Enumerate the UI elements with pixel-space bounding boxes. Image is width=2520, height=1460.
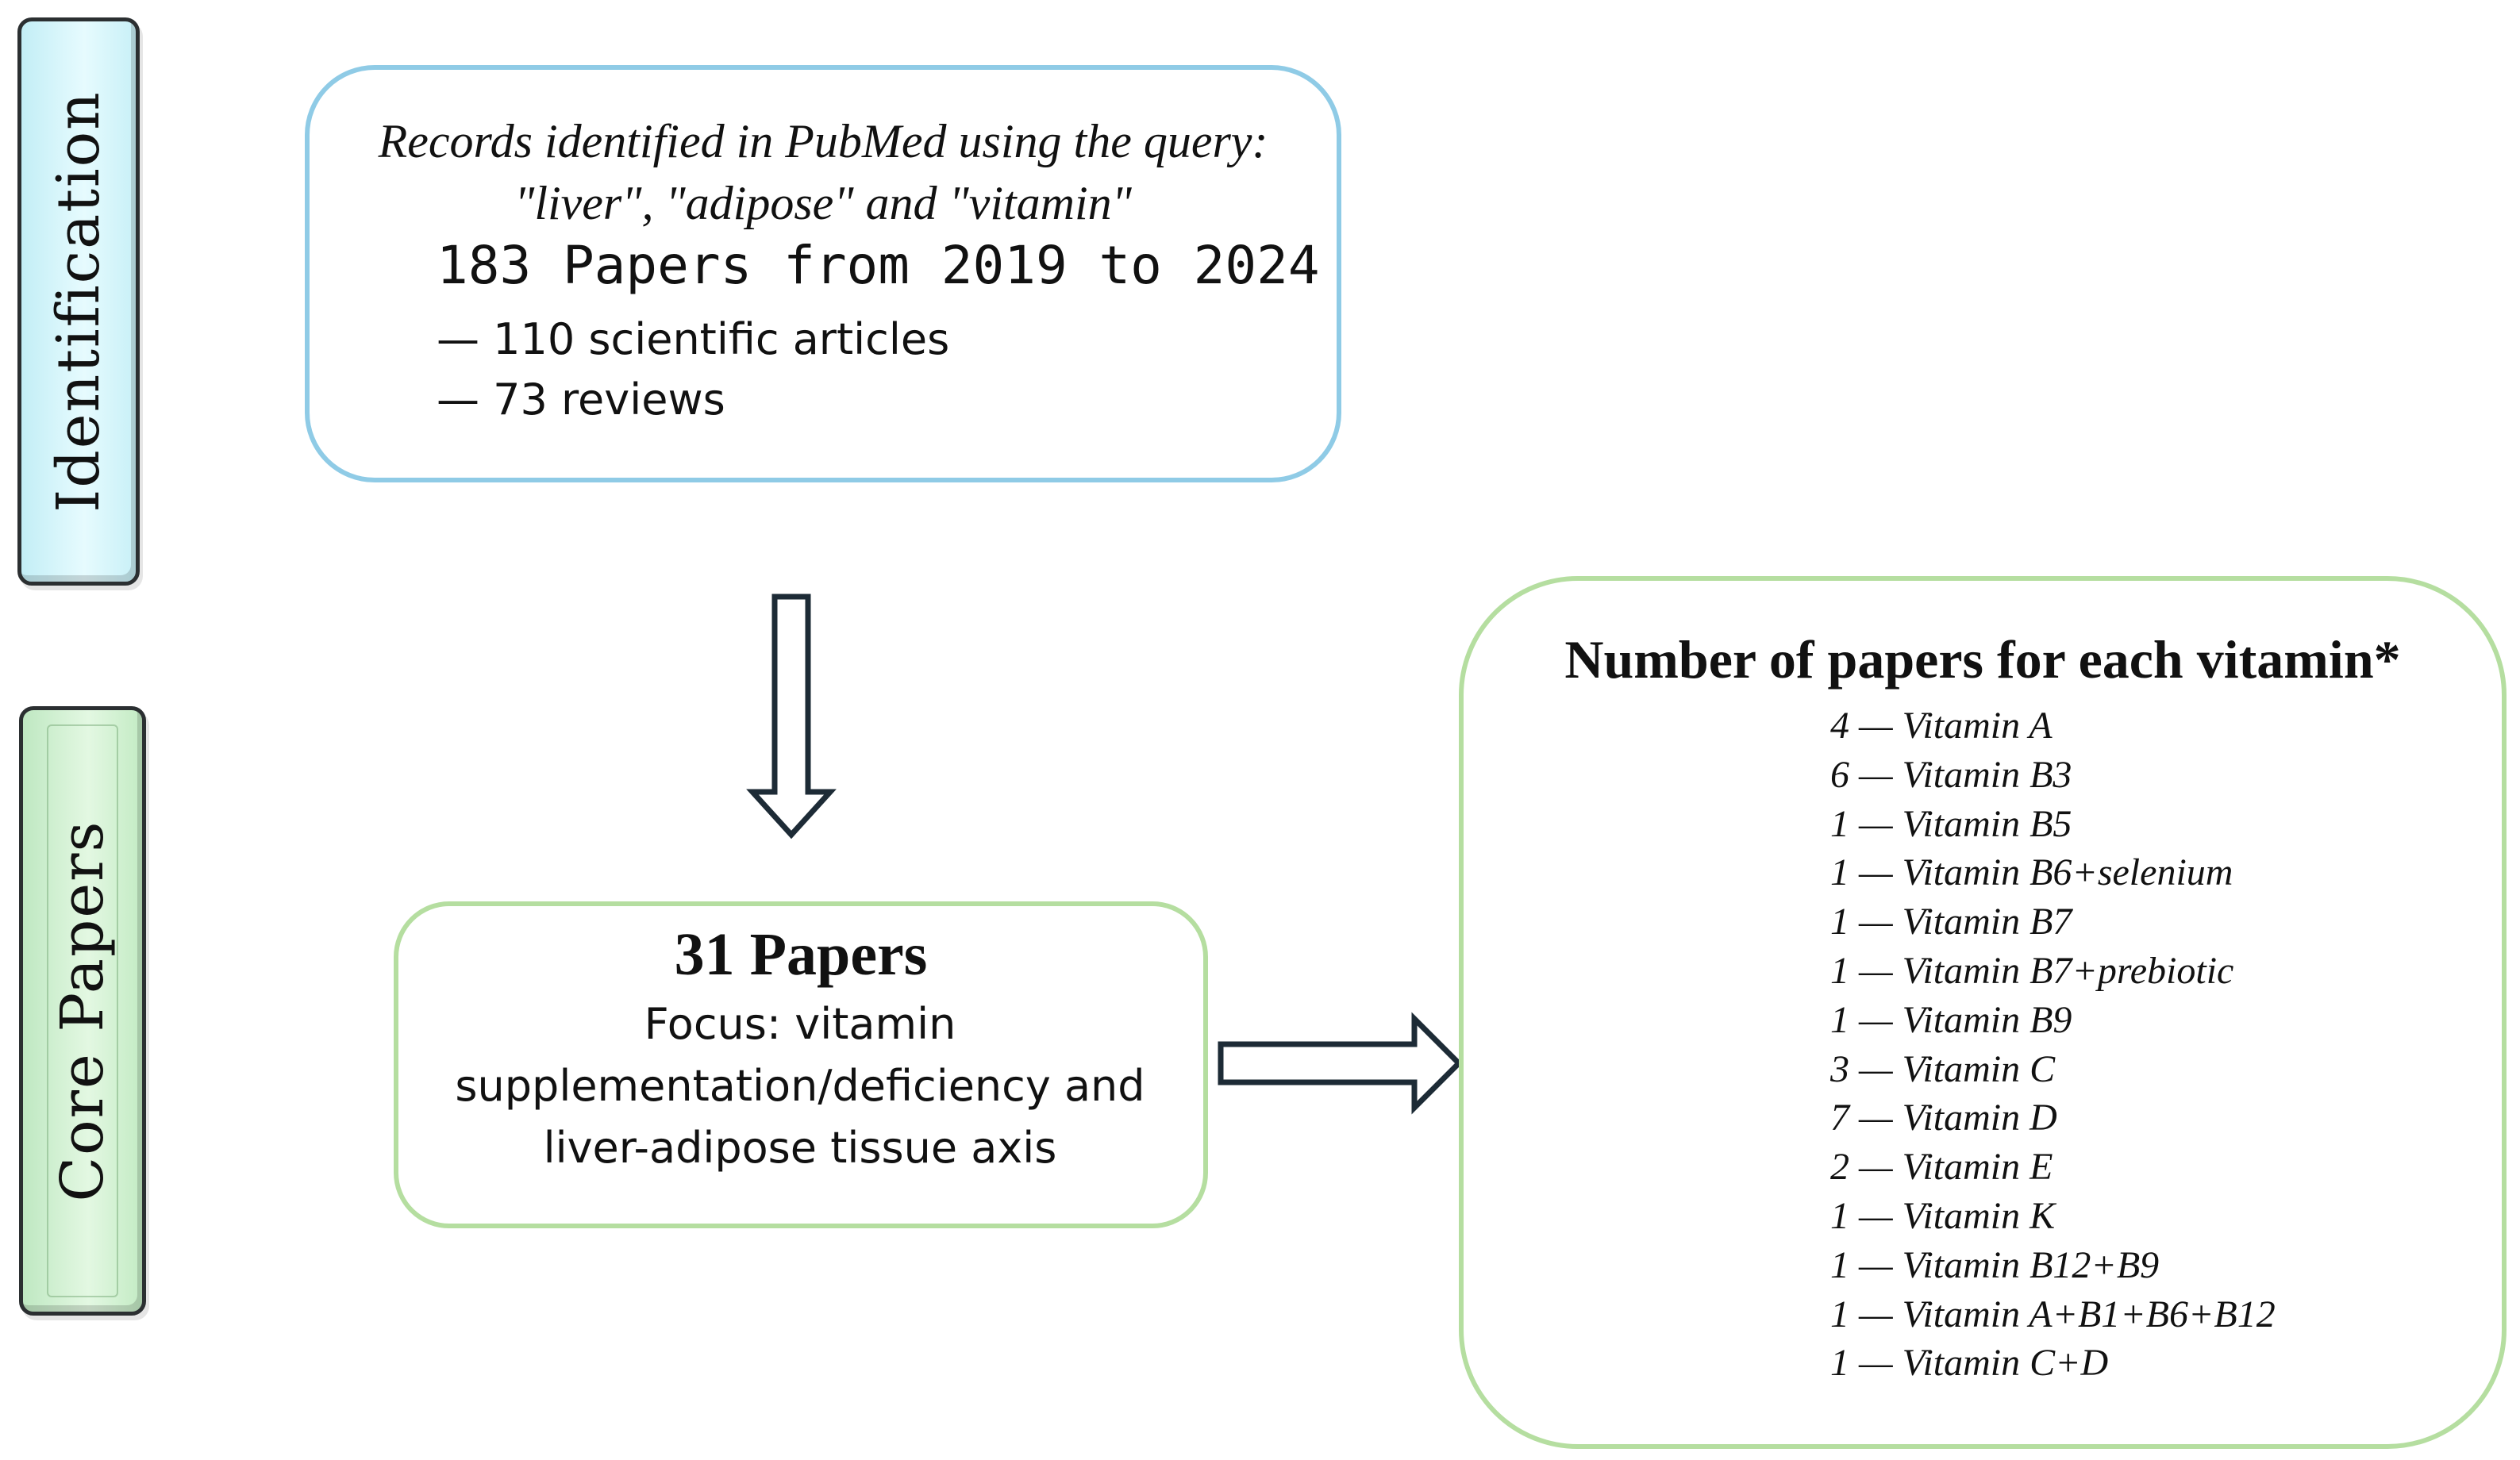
core-papers-title: 31 Papers [674, 921, 928, 988]
list-item: 1 — Vitamin K [1830, 1194, 2056, 1237]
list-item: 3 — Vitamin C [1830, 1047, 2056, 1090]
list-item: 1 — Vitamin B12+B9 [1830, 1243, 2160, 1286]
query-description-line1: Records identified in PubMed using the q… [378, 115, 1268, 167]
list-item: 1 — Vitamin B7+prebiotic [1830, 949, 2234, 992]
vitamin-counts-list: 4 — Vitamin A 6 — Vitamin B3 1 — Vitamin… [1830, 701, 2276, 1388]
list-item: 2 — Vitamin E [1830, 1146, 2053, 1189]
identification-stage-label: Identification [44, 90, 113, 513]
list-item: 1 — Vitamin B6+selenium [1830, 851, 2233, 894]
scientific-articles-count: — 110 scientific articles [437, 314, 950, 364]
list-item: 7 — Vitamin D [1830, 1097, 2057, 1139]
papers-range-text: 183 Papers from 2019 to 2024 [437, 235, 1320, 296]
core-papers-focus: Focus: vitamin supplementation/deficienc… [405, 993, 1195, 1179]
list-item: 1 — Vitamin B5 [1830, 802, 2072, 845]
list-item: 4 — Vitamin A [1830, 705, 2053, 747]
core-papers-stage-label: Core Papers [48, 820, 117, 1202]
vitamin-counts-title: Number of papers for each vitamin* [1564, 629, 2401, 690]
right-arrow-icon [1218, 1012, 1463, 1115]
list-item: 1 — Vitamin B7 [1830, 901, 2072, 943]
focus-line-1: Focus: vitamin [644, 999, 956, 1049]
identification-stage-tab: Identification [17, 17, 140, 586]
focus-line-3: liver-adipose tissue axis [543, 1123, 1057, 1173]
identification-box [305, 65, 1341, 482]
core-papers-stage-tab: Core Papers [19, 706, 146, 1316]
list-item: 1 — Vitamin A+B1+B6+B12 [1830, 1293, 2276, 1335]
query-description-line2: "liver", "adipose" and "vitamin" [514, 177, 1132, 229]
vitamin-counts-box [1459, 576, 2507, 1449]
list-item: 1 — Vitamin C+D [1830, 1342, 2109, 1385]
list-item: 1 — Vitamin B9 [1830, 998, 2072, 1041]
list-item: 6 — Vitamin B3 [1830, 753, 2072, 796]
down-arrow-icon [746, 594, 837, 840]
focus-line-2: supplementation/deficiency and [455, 1061, 1145, 1111]
core-papers-box [394, 901, 1208, 1228]
reviews-count: — 73 reviews [437, 375, 725, 425]
